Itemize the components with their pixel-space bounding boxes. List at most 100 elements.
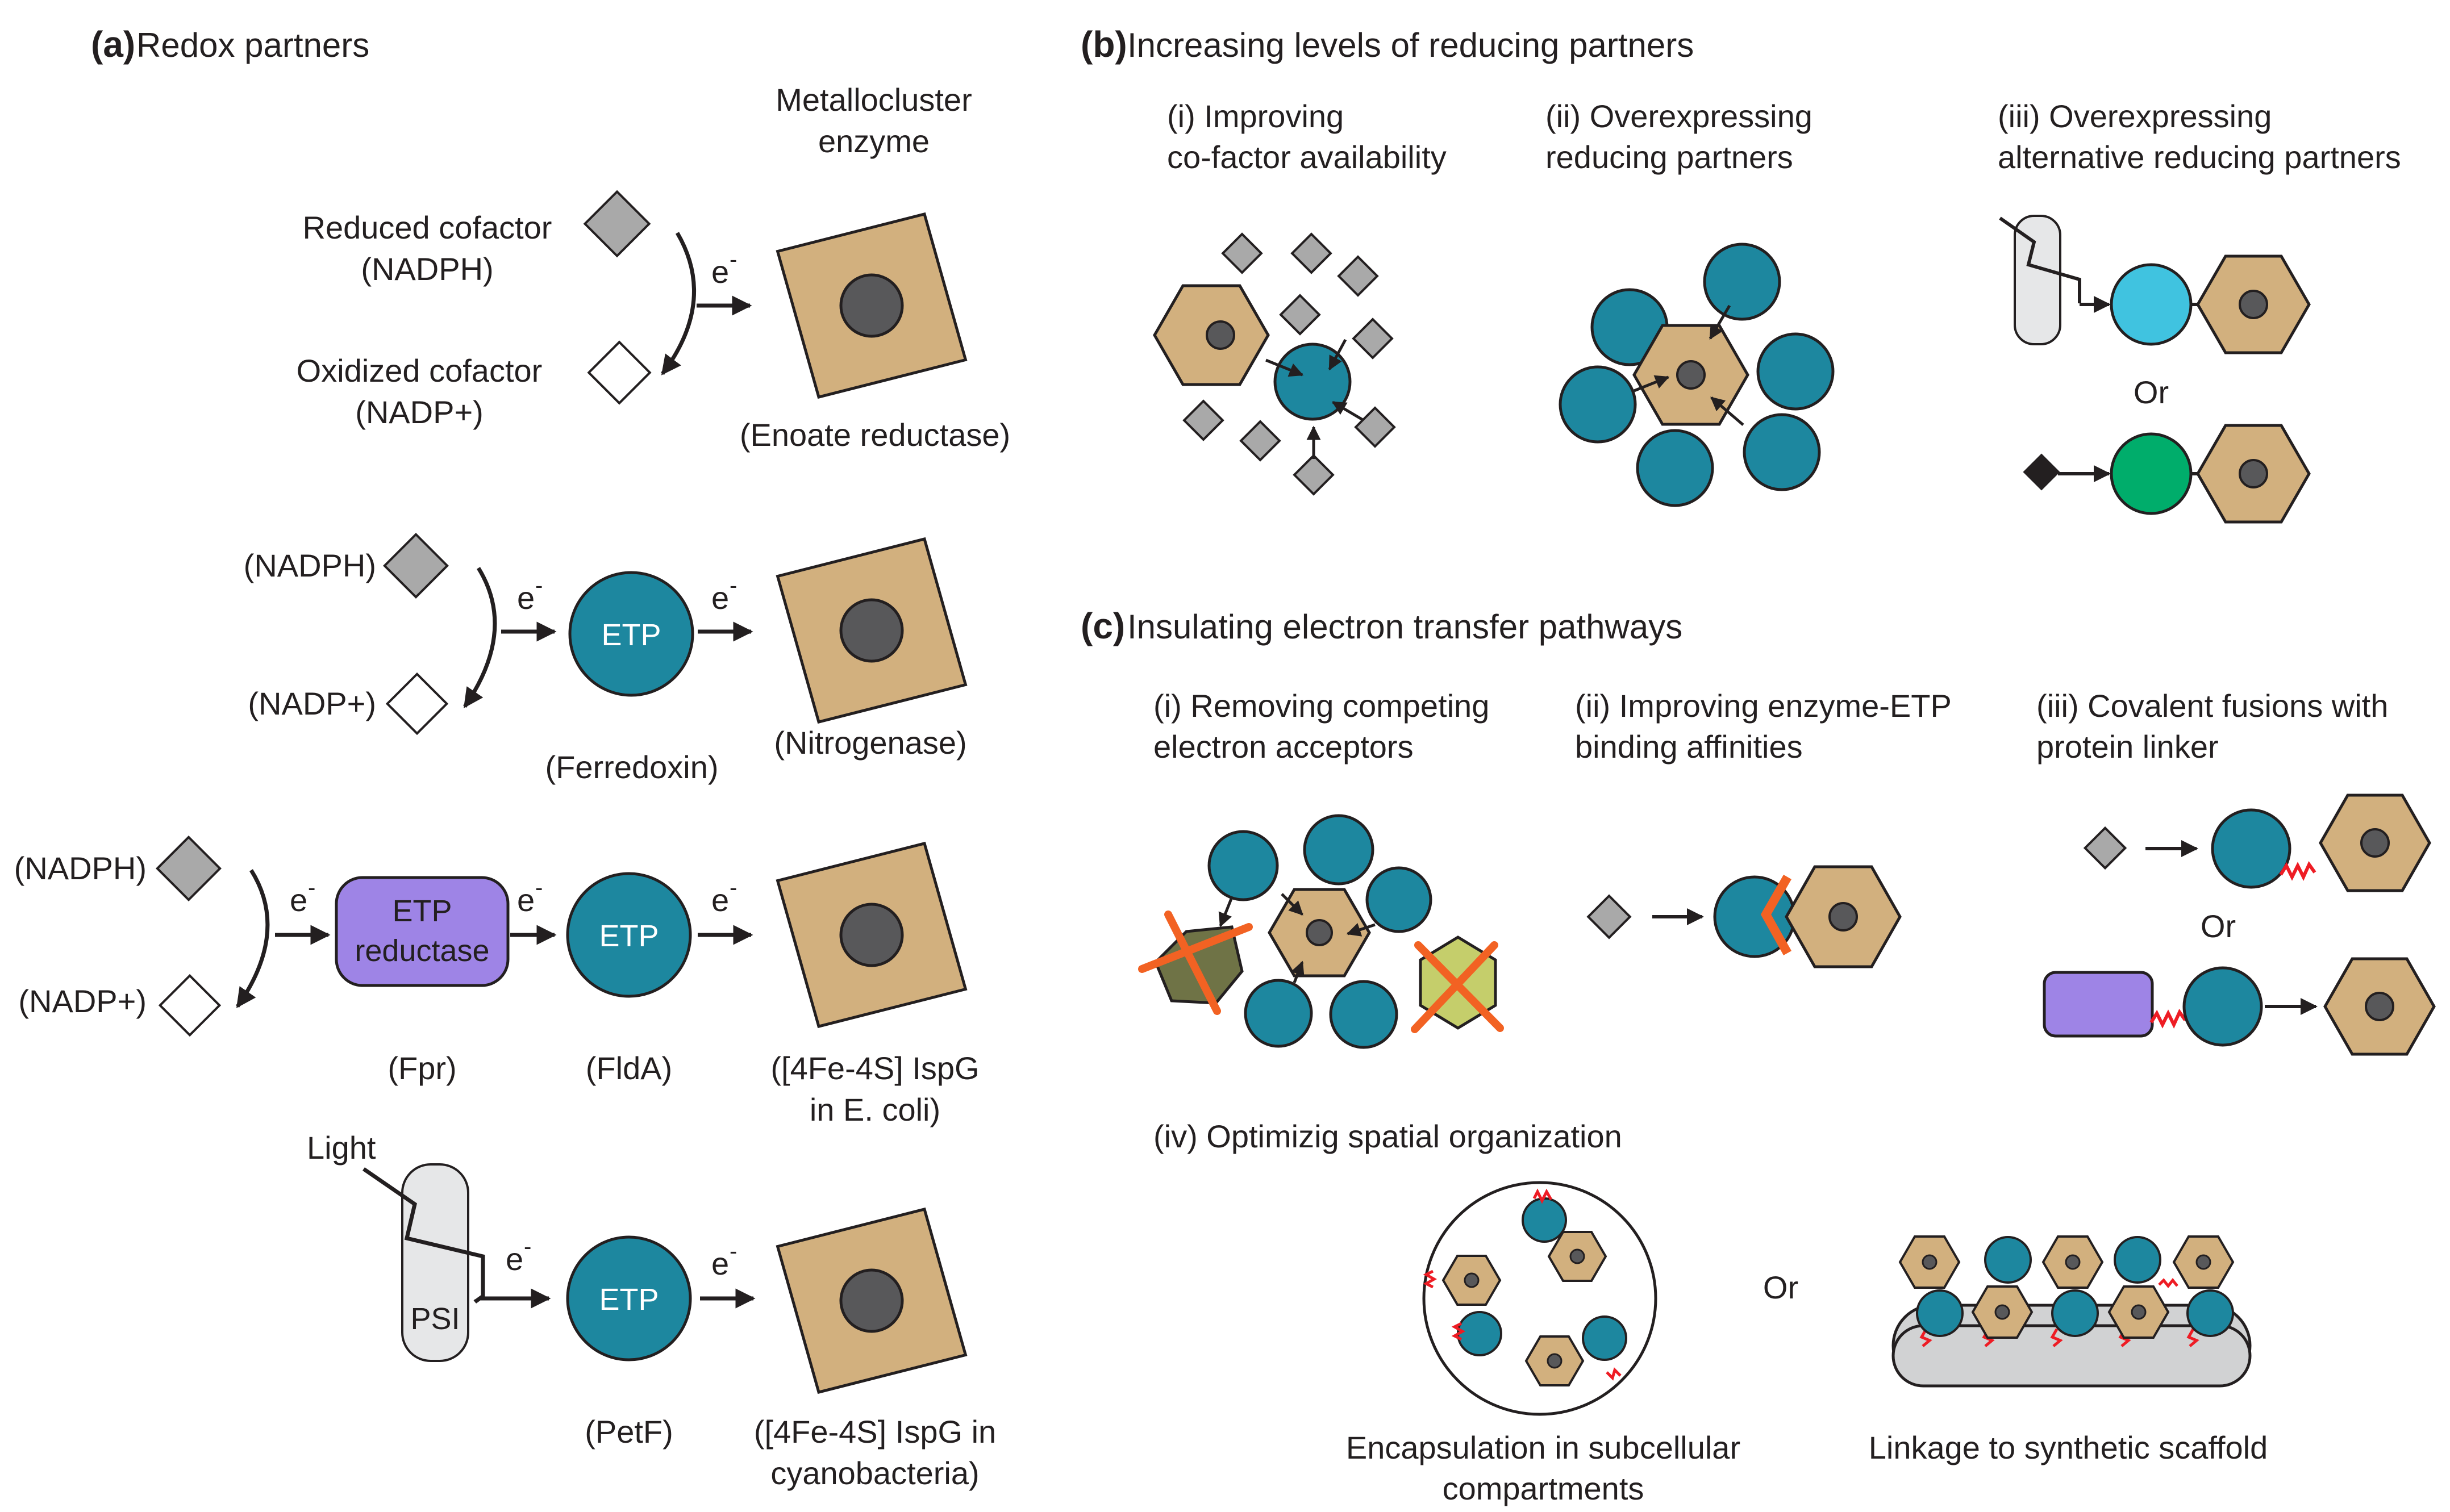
- b-ii-etp: [1756, 332, 1835, 411]
- b-iii-metallocluster-1: [2239, 290, 2268, 319]
- b-ii-etp-cluster: [1559, 243, 1835, 507]
- c-i-cross-stroke: [1411, 941, 1498, 1033]
- row4-etp-circle: [566, 1235, 692, 1361]
- row2-electron-2: e: [711, 580, 729, 616]
- row4-enzyme-name-line1: ([4Fe-4S] IspG in: [754, 1414, 996, 1450]
- c-iv-encapsulation: Encapsulation in subcellular compartment…: [1346, 1181, 1740, 1506]
- scaffold-etp: [2114, 1236, 2161, 1284]
- row3-reductase-label-line2: reductase: [355, 934, 489, 968]
- compartment-etp: [1522, 1197, 1567, 1243]
- b-ii-label-line2: reducing partners: [1545, 139, 1793, 175]
- oxidized-cofactor-diamond: [587, 340, 652, 405]
- b-i-cofactor: [1352, 318, 1394, 360]
- panel-c-title: Insulating electron transfer pathways: [1127, 608, 1682, 646]
- row1-enzyme-name: (Enoate reductase): [740, 417, 1010, 453]
- panel-b-tag: (b): [1081, 24, 1127, 65]
- scaffold-cluster: [2065, 1254, 2081, 1270]
- c-ii-label-line2: binding affinities: [1575, 729, 1803, 765]
- scaffold-etp: [1916, 1289, 1964, 1337]
- c-iii-label-line2: protein linker: [2036, 729, 2219, 765]
- compartment-etp: [1457, 1311, 1502, 1356]
- row3-cofactor-arrow: [236, 869, 270, 1008]
- compartment-etp: [1582, 1315, 1627, 1361]
- c-iii-or: Or: [2201, 908, 2236, 944]
- c-iii-reductase: [2043, 971, 2154, 1038]
- b-ii-arrows: [1634, 304, 1744, 426]
- scaffold-etp: [2186, 1289, 2234, 1337]
- b-ii-etp: [1703, 243, 1781, 321]
- compartment-clusters: [1464, 1248, 1585, 1369]
- row3-electron-3-minus: -: [730, 875, 737, 900]
- scaffold-etp: [2051, 1289, 2099, 1337]
- b-ii-arrow: [1709, 304, 1731, 340]
- panel-a: (a) Redox partners Metallocluster enzyme…: [14, 24, 1010, 1491]
- scaffold-linker: [1919, 1328, 1932, 1347]
- c-iii-linker-1: [2279, 861, 2316, 881]
- b-ii-etp: [1559, 365, 1637, 444]
- panel-b-title: Increasing levels of reducing partners: [1127, 26, 1694, 64]
- panel-c: (c) Insulating electron transfer pathway…: [1081, 605, 2436, 1506]
- scaffold-cluster: [1922, 1254, 1938, 1270]
- row2-reduced-diamond: [383, 533, 449, 599]
- c-iv-scaffold: Linkage to synthetic scaffold: [1869, 1235, 2268, 1465]
- b-ii-label-line1: (ii) Overexpressing: [1545, 98, 1813, 134]
- row4-etp-label: ETP: [599, 1283, 659, 1317]
- c-i-arrow: [1291, 960, 1305, 983]
- row3-electron-3: e: [711, 882, 729, 918]
- b-ii-etp: [1743, 413, 1821, 491]
- c-i-label-line2: electron acceptors: [1153, 729, 1414, 765]
- b-iii-black-cofactor: [2023, 453, 2060, 491]
- c-i-etp: [1365, 866, 1432, 933]
- b-i-cofactor: [1293, 454, 1335, 496]
- c-iv-label: (iv) Optimizig spatial organization: [1153, 1118, 1622, 1154]
- psi-label: PSI: [410, 1302, 460, 1336]
- panel-c-i: (i) Removing competing electron acceptor…: [1138, 688, 1504, 1049]
- scaffold-linker: [2050, 1328, 2063, 1347]
- compartment-linker: [1606, 1367, 1622, 1381]
- b-ii-metallocluster: [1676, 360, 1706, 390]
- compartment-linker: [1423, 1269, 1438, 1289]
- c-i-etp: [1244, 979, 1313, 1048]
- b-i-cofactor: [1290, 232, 1332, 274]
- compartment-etps: [1457, 1197, 1627, 1361]
- row2-metallocluster: [839, 598, 904, 663]
- b-iii-label-line2: alternative reducing partners: [1998, 139, 2401, 175]
- b-ii-arrow: [1710, 396, 1744, 426]
- panel-c-iv: (iv) Optimizig spatial organization: [1153, 1118, 2268, 1506]
- scaffold-linker: [2158, 1277, 2178, 1289]
- compartment-cluster: [1569, 1248, 1585, 1264]
- c-i-etp: [1303, 814, 1374, 886]
- scaffold-label: Linkage to synthetic scaffold: [1869, 1430, 2268, 1465]
- row2-electron-1: e: [517, 580, 535, 616]
- row2-oxidized-diamond: [385, 672, 449, 736]
- row1-electron-minus: -: [730, 247, 737, 272]
- psi-complex: [401, 1163, 469, 1362]
- b-iii-label-line1: (iii) Overexpressing: [1998, 98, 2272, 134]
- c-iii-metallocluster-1: [2360, 828, 2390, 858]
- row2-etp-label: ETP: [601, 618, 661, 652]
- panel-c-iii: (iii) Covalent fusions with protein link…: [2036, 688, 2436, 1056]
- scaffold-clusters: [1922, 1254, 2211, 1320]
- reduced-cofactor-diamond: [583, 190, 651, 258]
- row3-electron-1: e: [290, 882, 307, 918]
- row1-cofactor-arrow: [661, 232, 697, 375]
- row3-enzyme-name-line1: ([4Fe-4S] IspG: [770, 1050, 979, 1086]
- c-i-cross-light: [1411, 941, 1504, 1033]
- row4-electron-1-minus: -: [524, 1234, 531, 1259]
- c-i-cross-dark: [1138, 910, 1253, 1015]
- row3-oxidized-diamond: [158, 974, 222, 1037]
- c-iii-cofactor: [2083, 826, 2127, 870]
- b-i-arrow: [1265, 358, 1304, 377]
- row3-reductase-label-line1: ETP: [392, 894, 452, 928]
- b-iii-psi: [2014, 215, 2061, 345]
- scaffold-cluster: [2131, 1304, 2147, 1320]
- c-iii-etp-1: [2211, 808, 2291, 889]
- b-iii-alt-etp-light: [2110, 263, 2193, 346]
- row4-light-label: Light: [307, 1130, 376, 1166]
- row3-oxidized-label: (NADP+): [18, 983, 147, 1019]
- b-iii-alt-etp-green: [2110, 432, 2193, 515]
- row3-etp-reductase-box: [335, 876, 510, 987]
- row3-metallocluster: [839, 903, 904, 967]
- c-ii-label-line1: (ii) Improving enzyme-ETP: [1575, 688, 1952, 724]
